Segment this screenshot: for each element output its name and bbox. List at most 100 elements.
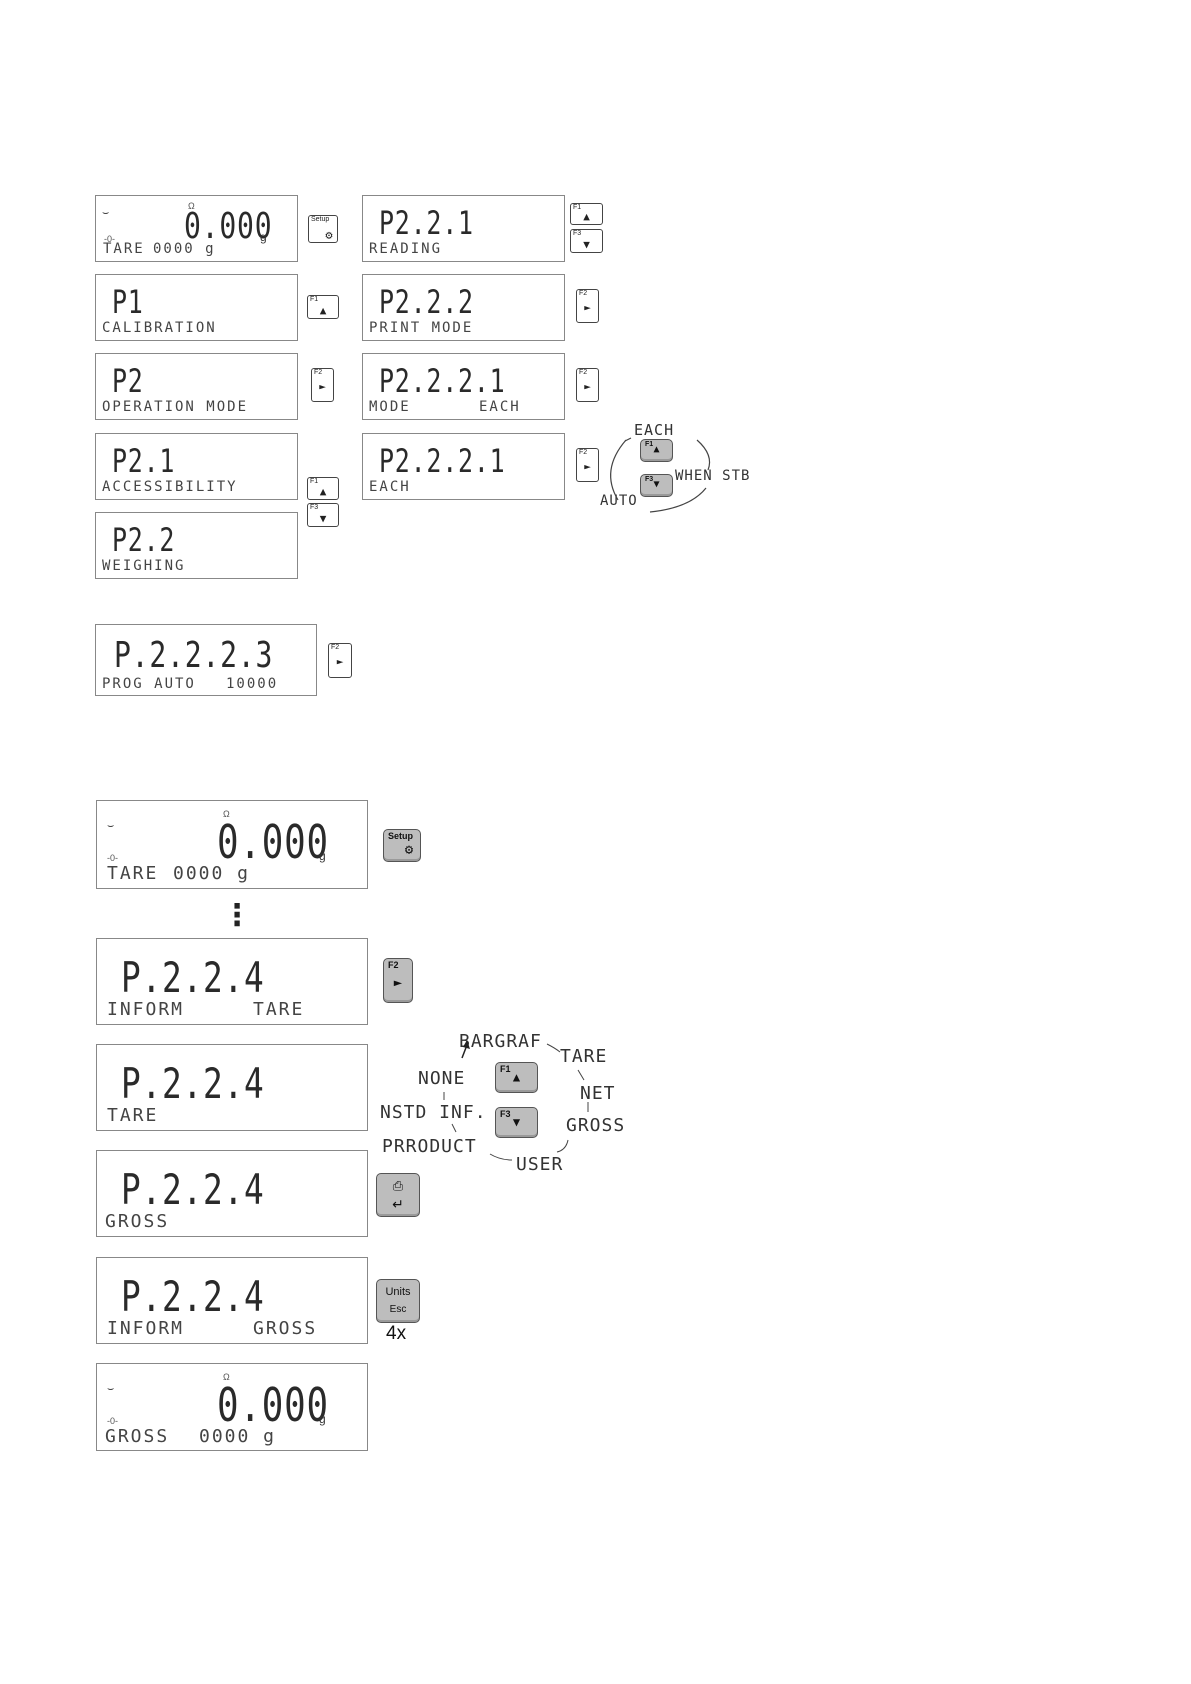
up-arrow-icon: ▲ (512, 1070, 521, 1084)
right-arrow-icon: ► (584, 380, 591, 393)
menu-label: GROSS (105, 1211, 170, 1232)
up-arrow-icon: ▲ (319, 485, 327, 498)
f1-key-label: F1 (310, 478, 319, 485)
units-esc-key[interactable]: Units Esc (376, 1279, 420, 1323)
info-label: GROSS (105, 1426, 170, 1447)
menu-value: TARE (253, 999, 305, 1020)
cycle-option-none: NONE (418, 1068, 466, 1089)
cycle-option-when-stb: WHEN STB (675, 468, 751, 484)
menu-label: ACCESSIBILITY (102, 479, 238, 495)
menu-code: P2.2 (112, 521, 176, 559)
f2-right-key[interactable]: F2 ► (576, 448, 599, 482)
info-line: TARE 0000 g (103, 241, 214, 257)
f1-up-key[interactable]: F1 ▲ (570, 203, 603, 225)
menu-code: P2 (112, 362, 144, 400)
menu-screen-tare: P.2.2.4 TARE (96, 1044, 368, 1131)
f2-right-key[interactable]: F2 ► (576, 289, 599, 323)
print-enter-key[interactable]: ⎙ ↵ (376, 1173, 420, 1217)
menu-label: TARE (107, 1105, 159, 1126)
up-arrow-icon: ▲ (653, 444, 660, 455)
menu-code: P2.2.2.1 (379, 442, 506, 480)
menu-screen-p2-2-2: P2.2.2 PRINT MODE (362, 274, 565, 341)
down-arrow-icon: ▼ (512, 1115, 521, 1129)
gear-icon: ⚙ (325, 228, 333, 242)
stability-indicator: Ω (223, 1372, 230, 1382)
f2-key-label: F2 (331, 644, 340, 651)
zero-marker: -0- (107, 1416, 118, 1426)
cycle1-arrowhead (624, 437, 632, 442)
menu-label: CALIBRATION (102, 320, 217, 336)
ellipsis-icon: ⋮ (222, 898, 252, 933)
f3-down-key[interactable]: F3 ▼ (570, 229, 603, 253)
setup-key[interactable]: Setup ⚙ (383, 829, 421, 862)
f2-right-key[interactable]: F2 ► (576, 368, 599, 402)
right-arrow-icon: ► (319, 380, 326, 393)
down-arrow-icon: ▼ (653, 479, 660, 490)
cycle-option-bargraf: BARGRAF (459, 1031, 542, 1052)
menu-code: P.2.2.4 (121, 1059, 265, 1108)
right-arrow-icon: ► (393, 975, 403, 991)
menu-line: PROG AUTO 10000 (102, 676, 276, 692)
down-arrow-icon: ▼ (583, 238, 590, 251)
menu-value: 10000 (226, 676, 279, 692)
setup-key-label: Setup (388, 831, 414, 841)
menu-screen-p2-2-2-3: P.2.2.2.3 PROG AUTO 10000 (95, 624, 317, 696)
menu-screen-p1: P1 CALIBRATION (95, 274, 298, 341)
down-arrow-icon: ▼ (319, 512, 327, 525)
stability-indicator: Ω (223, 809, 230, 819)
f3-down-key[interactable]: F3 ▼ (495, 1107, 538, 1138)
menu-code: P1 (112, 283, 144, 321)
cycle1-right-arc (696, 439, 711, 471)
f1-up-key[interactable]: F1 ▲ (307, 477, 339, 500)
f3-key-label: F3 (573, 230, 582, 237)
f2-right-key[interactable]: F2 ► (311, 368, 334, 402)
up-arrow-icon: ▲ (583, 210, 590, 223)
f1-up-key[interactable]: F1 ▲ (640, 439, 673, 462)
cycle-option-gross: GROSS (566, 1115, 626, 1136)
f1-key-label: F1 (310, 296, 319, 303)
info-value: 0000 g (173, 863, 251, 884)
right-arrow-icon: ► (584, 301, 591, 314)
info-label: TARE (103, 241, 145, 257)
cycle-option-user: USER (516, 1154, 564, 1175)
menu-label: EACH (369, 479, 411, 495)
f1-up-key[interactable]: F1 ▲ (307, 295, 339, 319)
cycle-option-each: EACH (634, 421, 675, 439)
menu-screen-inform-tare: P.2.2.4 INFORM TARE (96, 938, 368, 1025)
f1-key-label: F1 (500, 1064, 511, 1074)
info-line: TARE 0000 g (107, 863, 248, 884)
setup-key[interactable]: Setup ⚙ (308, 215, 338, 243)
menu-line: INFORM GROSS (107, 1318, 315, 1339)
info-label: TARE (107, 863, 159, 884)
f2-right-key[interactable]: F2 ► (328, 643, 352, 678)
f2-key-label: F2 (388, 960, 399, 970)
level-indicator-icon: ⌣ (107, 1382, 115, 1395)
esc-key-label: Esc (389, 1304, 407, 1315)
cycle1-bottom-arc (649, 487, 707, 513)
enter-icon: ↵ (392, 1196, 404, 1212)
weight-readout: 0.000 (217, 1378, 329, 1432)
menu-code: P2.2.2 (379, 283, 474, 321)
menu-label: WEIGHING (102, 558, 186, 574)
f1-key-label: F1 (573, 204, 582, 211)
zero-marker: -0- (107, 853, 118, 863)
f3-down-key[interactable]: F3 ▼ (640, 474, 673, 497)
menu-code: P.2.2.4 (121, 1272, 265, 1321)
print-icon: ⎙ (392, 1178, 404, 1193)
repeat-count: 4x (386, 1323, 407, 1344)
menu-label: MODE (369, 399, 411, 415)
menu-screen-p2-1: P2.1 ACCESSIBILITY (95, 433, 298, 500)
menu-code: P.2.2.4 (121, 1165, 265, 1214)
f3-down-key[interactable]: F3 ▼ (307, 503, 339, 527)
cycle2-link-2 (577, 1069, 585, 1081)
menu-label: READING (369, 241, 443, 257)
weight-unit: g (319, 849, 326, 863)
menu-code: P2.2.1 (379, 204, 474, 242)
f1-up-key[interactable]: F1 ▲ (495, 1062, 538, 1093)
f1-key-label: F1 (645, 441, 654, 448)
level-indicator-icon: ⌣ (102, 206, 110, 219)
f2-key-label: F2 (579, 369, 588, 376)
home-screen: ⌣ Ω 0.000 g -0- TARE 0000 g (95, 195, 298, 262)
f2-right-key[interactable]: F2 ► (383, 958, 413, 1003)
